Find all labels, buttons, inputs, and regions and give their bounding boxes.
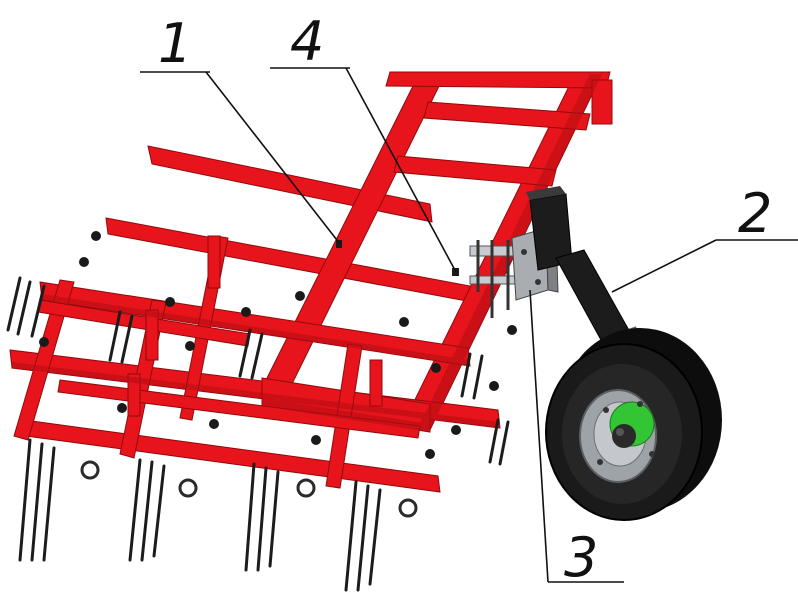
tine-group-3: [244, 462, 316, 572]
post-3: [369, 359, 383, 407]
mounting-clamp: [469, 240, 517, 318]
shade-block: [262, 398, 430, 432]
clamp-dot: [431, 363, 441, 373]
lug-nut: [649, 451, 655, 457]
tine-group-1: [18, 438, 100, 562]
clamp-dot: [91, 231, 101, 241]
shade-mid-tube: [42, 294, 470, 366]
ladder-bar-3: [393, 155, 557, 187]
callout-number-1: 1: [158, 12, 192, 75]
clamp-dot: [451, 425, 461, 435]
post-2: [145, 309, 159, 361]
tine-group-2: [128, 458, 198, 562]
clamp-dot: [39, 337, 49, 347]
clamp-dot: [185, 341, 195, 351]
leader-1: [205, 71, 341, 245]
tine-group-rear: [6, 276, 510, 466]
hub-cap-highlight: [616, 428, 624, 436]
callout-leaders: [140, 67, 798, 583]
leader-3: [529, 289, 549, 583]
shade-lower-tube: [12, 362, 500, 428]
leader-2: [611, 239, 717, 293]
clamp-dot: [425, 449, 435, 459]
callout-number-3: 3: [564, 526, 598, 589]
clamp-dot: [295, 291, 305, 301]
ladder-bar-2: [423, 101, 591, 131]
clamp-dot: [399, 317, 409, 327]
upper-cross-tube: [105, 217, 473, 303]
arm-top: [526, 186, 566, 200]
callout-number-4: 4: [290, 10, 324, 73]
side-rail-left: [13, 279, 75, 441]
lug-nut: [597, 459, 603, 465]
tine-group-4: [344, 480, 418, 592]
clamp-dot: [311, 435, 321, 445]
clamp-dot: [209, 419, 219, 429]
hub-cap: [612, 424, 636, 448]
callout-number-2: 2: [738, 182, 772, 245]
leader-4: [345, 67, 457, 273]
clamp-dot: [507, 325, 517, 335]
spring-tines: [6, 276, 510, 592]
front-block: [591, 79, 613, 125]
lug-nut: [603, 407, 609, 413]
clamp-dot: [165, 297, 175, 307]
lug-nut: [637, 401, 643, 407]
bracket-bolt: [521, 249, 527, 255]
ladder-bar-1: [385, 71, 611, 89]
clamp-dot: [489, 381, 499, 391]
clamp-dot: [117, 403, 127, 413]
clamp-dot: [79, 257, 89, 267]
bracket-bolt: [535, 279, 541, 285]
clamp-dot: [241, 307, 251, 317]
gauge-wheel: [545, 328, 722, 521]
post-1: [207, 235, 221, 289]
post-4: [127, 373, 141, 417]
